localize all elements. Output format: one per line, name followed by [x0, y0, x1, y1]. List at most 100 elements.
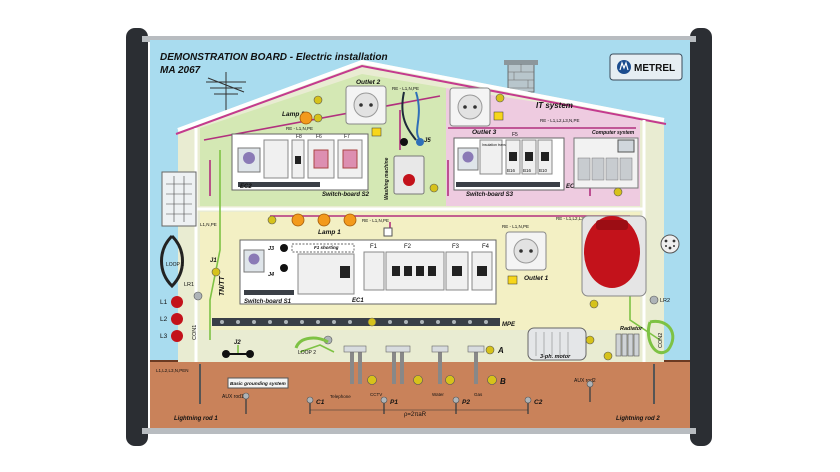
- breaker-f2-lever-1[interactable]: [392, 266, 400, 276]
- lamp1-bulb-c: [343, 213, 357, 227]
- gas-label: Gas: [474, 392, 483, 397]
- con1-label: CON1: [192, 325, 198, 340]
- insulation-transformer: [479, 139, 503, 175]
- bus-pe-lamp1: RE - L1,N,PE: [362, 218, 389, 223]
- loop1-cable: [160, 234, 184, 289]
- terminal-j5-b[interactable]: [416, 138, 424, 146]
- f3-label: F3: [452, 244, 460, 250]
- bus-pe-s2: RE - L1,N,PE: [286, 126, 313, 131]
- breaker-f2-lever-4[interactable]: [428, 266, 436, 276]
- terminal-l1[interactable]: [171, 296, 183, 308]
- house-outline: [177, 59, 665, 132]
- terminal-l2[interactable]: [171, 313, 183, 325]
- lightning-rod2-label: Lightning rod 2: [616, 416, 660, 422]
- terminal-j1[interactable]: [211, 267, 221, 277]
- utility-pipes: [350, 346, 478, 384]
- outlet2-pin-b: [369, 103, 373, 107]
- washing-machine-label: Washing machine: [384, 157, 390, 200]
- basic-grounding-plate: [227, 377, 289, 389]
- terminal-radiator[interactable]: [603, 351, 613, 361]
- lamp1-bulb-a: [291, 213, 305, 227]
- left-rail: [126, 28, 148, 446]
- outlet2-pin-a: [359, 103, 363, 107]
- outlet3-face: [457, 94, 483, 120]
- warning-s2: [371, 127, 382, 137]
- aux-rod2-label: AUX rod2: [574, 378, 596, 384]
- motor-fins: [535, 332, 569, 356]
- lamp1-switch[interactable]: [383, 227, 393, 237]
- top-frame: [142, 36, 696, 42]
- c1-label: C1: [316, 399, 325, 406]
- bus-pe-top: RE - L1,N,PE: [392, 86, 419, 91]
- ground-probe-heads: [242, 380, 594, 404]
- terminal-lamp2-b[interactable]: [313, 113, 323, 123]
- tv-antenna: [206, 72, 246, 112]
- computer-monitor: [617, 139, 635, 153]
- computer-system-label: Computer system: [592, 130, 635, 136]
- s3-breaker-3-lever[interactable]: [541, 152, 549, 161]
- s3-breaker-2-lever[interactable]: [525, 152, 533, 161]
- s3-terminal-strip: [456, 182, 560, 187]
- j4-label: J4: [268, 272, 274, 278]
- terminal-wm[interactable]: [429, 183, 439, 193]
- three-phase-outlet-cap: [596, 220, 628, 230]
- s1-rcd-lever[interactable]: [340, 266, 350, 278]
- outlet1-face: [513, 238, 539, 264]
- terminal-outlet3[interactable]: [495, 93, 505, 103]
- s3-b16-a: B16: [507, 168, 516, 173]
- washing-machine-button[interactable]: [403, 174, 415, 186]
- terminal-j5[interactable]: [400, 138, 408, 146]
- breaker-f2-lever-2[interactable]: [404, 266, 412, 276]
- terminal-cctv[interactable]: [413, 375, 423, 385]
- terminal-j3[interactable]: [280, 244, 288, 252]
- c2-label: C2: [534, 399, 543, 406]
- lr1-label: LR1: [184, 282, 194, 288]
- breaker-f1[interactable]: [363, 251, 385, 291]
- three-phase-outlet[interactable]: [584, 216, 640, 288]
- outlet3-pin-b: [473, 105, 477, 109]
- terminal-lr2[interactable]: [649, 295, 659, 305]
- s3-breaker-1-lever[interactable]: [509, 152, 517, 161]
- terminal-computer[interactable]: [613, 187, 623, 197]
- breaker-f2-lever-3[interactable]: [416, 266, 424, 276]
- terminal-mpe[interactable]: [367, 317, 377, 327]
- lamp2-label: Lamp 2: [282, 111, 305, 118]
- bottom-frame: [142, 428, 696, 434]
- outlet2-face: [353, 92, 379, 118]
- s2-terminal-strip: [238, 182, 320, 187]
- terminal-lr1[interactable]: [193, 291, 203, 301]
- metrel-logo: METREL: [609, 53, 683, 81]
- terminal-lamp2[interactable]: [313, 95, 323, 105]
- terminal-lamp1[interactable]: [267, 215, 277, 225]
- j2-jumper[interactable]: [222, 350, 254, 358]
- tn-tt-label: TN/TT: [219, 275, 226, 296]
- terminal-water[interactable]: [445, 375, 455, 385]
- breaker-f3-lever[interactable]: [452, 266, 462, 276]
- board-model: MA 2067: [160, 65, 201, 76]
- main-distribution-box: [161, 171, 197, 227]
- it-system-label: IT system: [536, 101, 573, 110]
- basic-grounding-label: Basic grounding system: [230, 381, 286, 387]
- f2-label: F2: [404, 244, 412, 250]
- s3-label: Switch-board S3: [466, 192, 514, 198]
- terminal-j4[interactable]: [280, 264, 288, 272]
- terminal-telephone[interactable]: [367, 375, 377, 385]
- loop1-label: LOOP 1: [166, 262, 184, 268]
- s2-breaker-a-lever[interactable]: [295, 156, 301, 164]
- terminal-l3[interactable]: [171, 330, 183, 342]
- terminal-gas[interactable]: [487, 375, 497, 385]
- lamp1-bulb-b: [317, 213, 331, 227]
- terminal-3ph[interactable]: [589, 299, 599, 309]
- s1-meter-dial: [248, 253, 260, 265]
- terminal-motor[interactable]: [585, 335, 595, 345]
- breaker-f4-lever[interactable]: [477, 266, 487, 276]
- ec1-label: EC1: [352, 298, 364, 304]
- warning-outlet3: [493, 111, 504, 121]
- ground-cable-label: L1,L2,L3,N,PEN: [156, 368, 189, 373]
- s1-label: Switch-board S1: [244, 299, 292, 305]
- s2-rcd[interactable]: [263, 139, 289, 179]
- terminal-a[interactable]: [485, 345, 495, 355]
- main-distribution-grid: [166, 176, 192, 222]
- rho-label: ρ=2πaR: [404, 412, 427, 418]
- ec2-right-label: EC2: [566, 184, 578, 190]
